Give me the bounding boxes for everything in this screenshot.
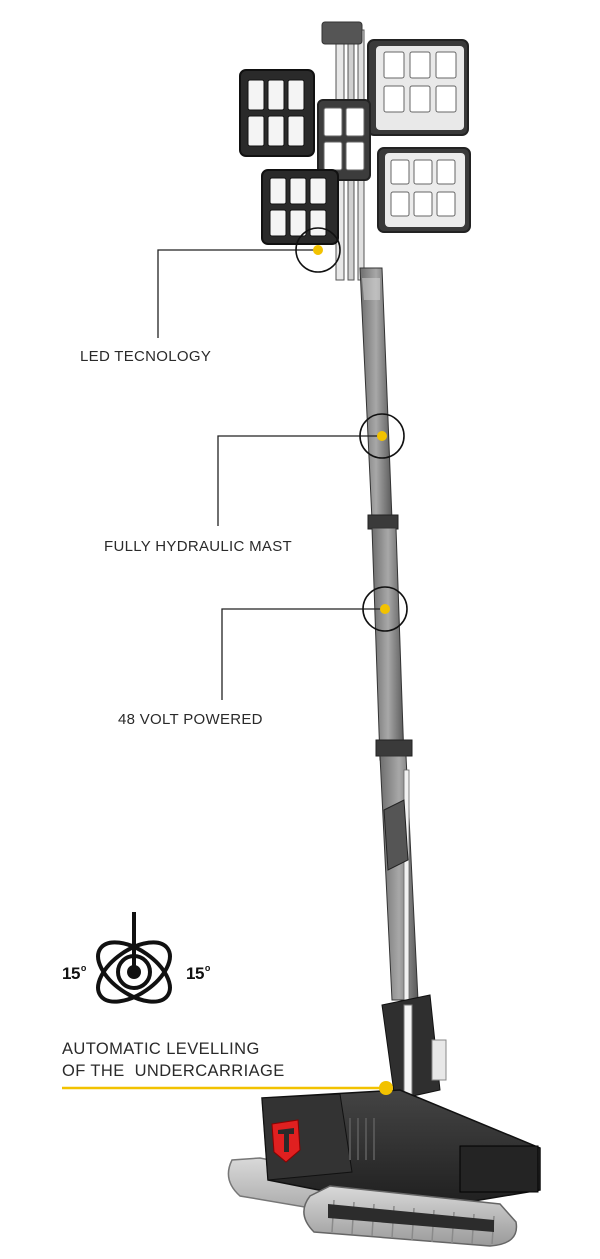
lamp-panel [317,99,371,181]
callout-levelling-leader [62,1081,393,1095]
angle-left-label: 15o [62,963,86,983]
led-lamp-heads [239,39,471,245]
levelling-gyro-icon [96,912,172,1004]
levelling-caption-line1: AUTOMATIC LEVELLING [62,1040,260,1058]
lamp-panel [377,147,471,233]
lamp-panel [239,69,315,157]
crawler-track [303,1185,518,1247]
label-hydraulic-mast: FULLY HYDRAULIC MAST [104,538,292,555]
label-led-technology: LED TECNOLOGY [80,348,212,365]
levelling-caption: AUTOMATIC LEVELLING OF THE UNDERCARRIAGE [62,1038,285,1082]
callout-mast-leader [217,413,405,526]
levelling-caption-line2: OF THE UNDERCARRIAGE [62,1062,285,1080]
lamp-panel [367,39,469,136]
angle-right-label: 15o [186,963,210,983]
label-48-volt: 48 VOLT POWERED [118,711,263,728]
callout-led-leader [157,227,341,338]
callout-volt-leader [221,586,408,700]
brand-logo-icon [271,1119,301,1163]
hydraulic-mast [321,21,447,1126]
lamp-panel [261,169,339,245]
crawler-undercarriage [227,1089,541,1247]
